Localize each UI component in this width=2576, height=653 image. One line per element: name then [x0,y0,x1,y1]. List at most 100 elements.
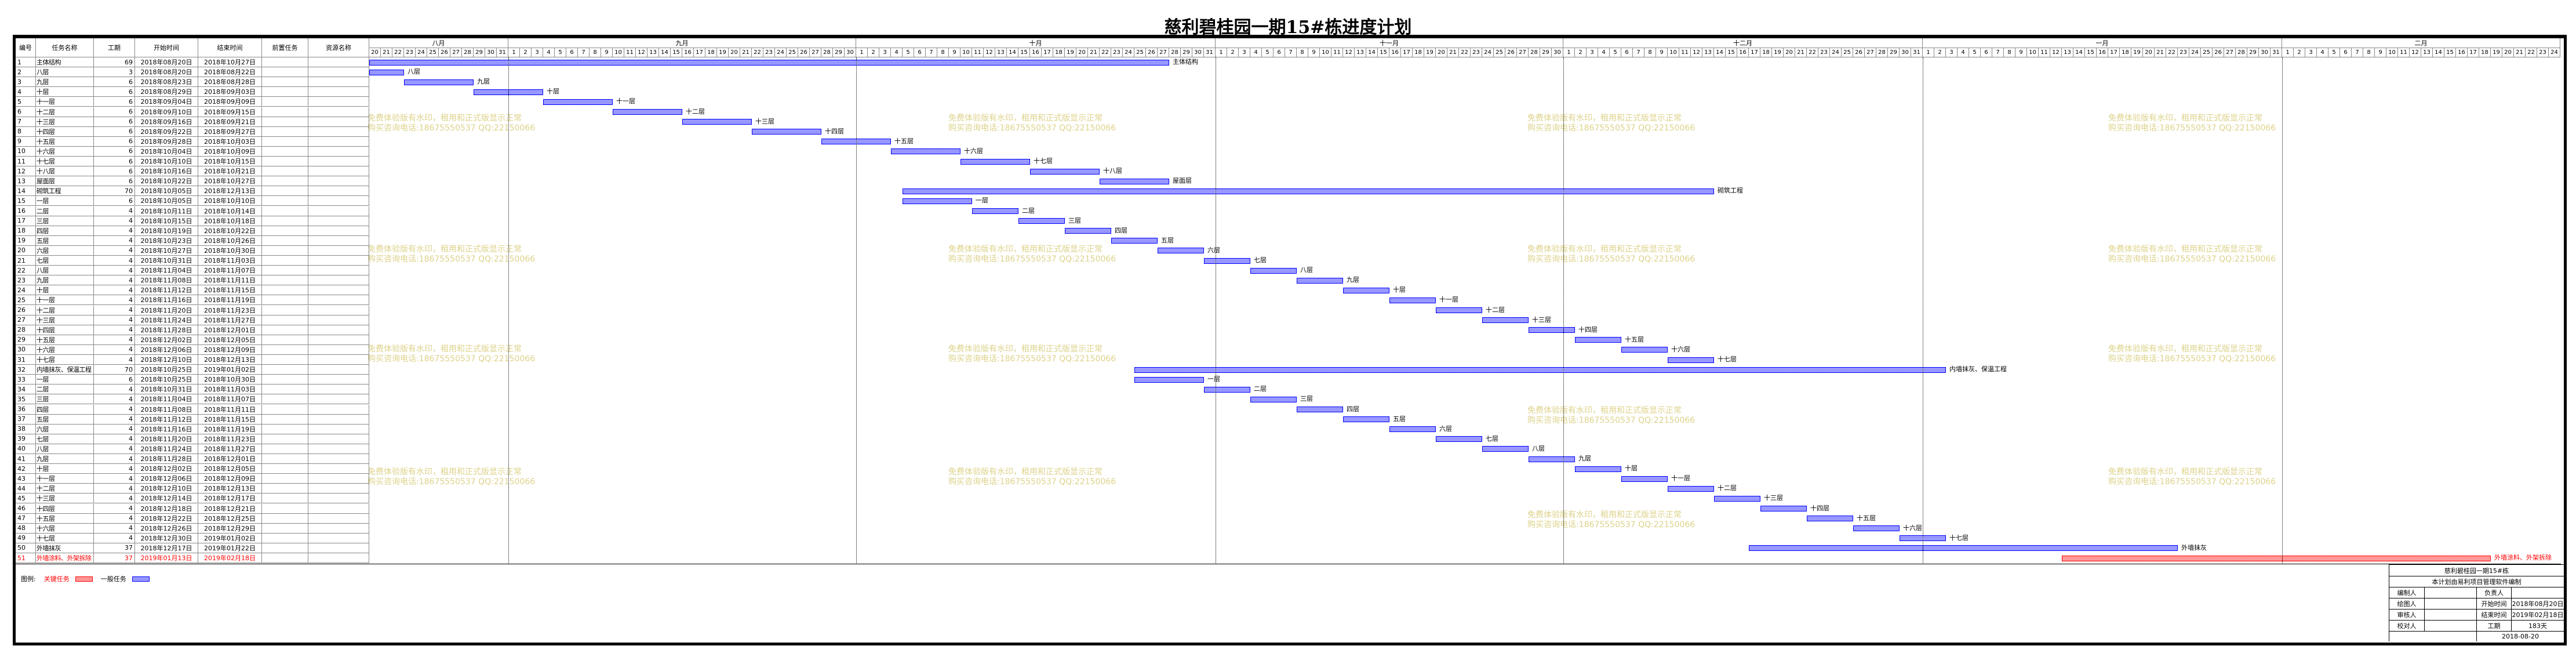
col-task-name-cell: 三层 [36,394,94,405]
col-task-name-cell: 五层 [36,414,94,425]
col-end-cell: 2018年11月27日 [198,315,262,325]
col-id-cell: 50 [16,543,36,553]
col-predecessor-header: 前置任务 [262,38,308,57]
task-bar [1134,376,1204,383]
col-predecessor-cell [262,335,308,345]
col-end-cell: 2018年11月07日 [198,394,262,405]
day-header: 17 [1749,48,1760,57]
col-predecessor-cell [262,355,308,365]
task-bar [1250,396,1297,402]
col-predecessor-cell [262,57,308,68]
col-end-cell: 2018年10月21日 [198,166,262,177]
day-header: 5 [1969,48,1981,57]
col-duration-cell: 4 [94,454,135,465]
task-bar [404,79,474,85]
day-header: 5 [1610,48,1621,57]
col-task-name-cell: 十四层 [36,325,94,335]
col-id-cell: 26 [16,305,36,315]
col-id-cell: 44 [16,484,36,494]
day-header: 19 [1424,48,1436,57]
day-header: 14 [2433,48,2444,57]
task-bar [972,208,1018,214]
day-header: 6 [1981,48,1992,57]
col-predecessor-cell [262,166,308,177]
day-header: 3 [1587,48,1598,57]
day-header: 24 [775,48,787,57]
col-start-cell: 2018年09月04日 [135,97,198,107]
day-header: 4 [2317,48,2328,57]
day-header: 16 [682,48,694,57]
day-header: 28 [2236,48,2247,57]
col-id-cell: 29 [16,335,36,345]
day-header: 8 [2004,48,2015,57]
col-task-name-cell: 十六层 [36,523,94,534]
col-start-cell: 2018年10月10日 [135,157,198,167]
task-bar [613,109,682,115]
col-duration-cell: 4 [94,325,135,335]
day-header: 31 [497,48,508,57]
day-header: 13 [2421,48,2433,57]
day-header: 28 [1876,48,1888,57]
col-predecessor-cell [262,543,308,553]
col-start-cell: 2018年11月28日 [135,454,198,465]
day-header: 1 [856,48,868,57]
day-header: 4 [891,48,903,57]
col-end-cell: 2018年09月09日 [198,97,262,107]
task-bar-label: 二层 [1254,385,1267,393]
col-end-cell: 2018年11月23日 [198,434,262,444]
task-bar-label: 五层 [1393,415,1406,423]
col-end-cell: 2018年09月27日 [198,126,262,137]
day-header: 28 [1169,48,1181,57]
day-header: 2 [2294,48,2305,57]
day-header: 19 [1772,48,1784,57]
day-header: 7 [1285,48,1297,57]
day-header: 27 [1865,48,1876,57]
col-start-cell: 2018年09月10日 [135,107,198,117]
col-resource-cell [308,434,369,444]
col-predecessor-cell [262,146,308,157]
task-bar [543,99,613,105]
day-header: 27 [810,48,821,57]
col-predecessor-cell [262,315,308,325]
day-header: 13 [1702,48,1714,57]
col-predecessor-cell [262,553,308,564]
task-bar [1621,347,1668,353]
col-start-cell: 2018年11月16日 [135,295,198,306]
task-bar-label: 四层 [1115,226,1127,234]
col-start-cell: 2018年12月14日 [135,494,198,504]
col-start-cell: 2018年10月05日 [135,196,198,206]
col-id-cell: 24 [16,285,36,296]
col-id-cell: 22 [16,266,36,276]
drawer-label: 绘图人 [2389,598,2424,609]
day-header: 7 [578,48,590,57]
col-predecessor-cell [262,523,308,534]
col-end-cell: 2018年12月13日 [198,484,262,494]
col-start-cell: 2018年11月20日 [135,434,198,444]
col-start-cell: 2018年12月06日 [135,344,198,355]
day-header: 12 [1691,48,1702,57]
col-duration-cell: 4 [94,245,135,256]
col-end-cell: 2018年12月01日 [198,454,262,465]
day-header: 16 [2097,48,2108,57]
month-header: 十月 [856,38,1216,48]
col-predecessor-cell [262,77,308,88]
task-bar [1621,476,1668,482]
col-id-cell: 20 [16,245,36,256]
day-header: 22 [2166,48,2178,57]
col-duration-cell: 6 [94,166,135,177]
col-task-name-cell: 六层 [36,424,94,434]
task-bar-label: 七层 [1486,434,1498,442]
col-start-cell: 2018年10月25日 [135,375,198,385]
col-predecessor-cell [262,245,308,256]
task-bar [1749,545,2178,552]
col-end-cell: 2018年11月19日 [198,424,262,434]
task-bar [1807,516,1853,522]
day-header: 9 [2375,48,2386,57]
task-bar-label: 九层 [477,78,490,86]
col-duration-cell: 4 [94,394,135,405]
col-resource-cell [308,245,369,256]
day-header: 25 [1494,48,1505,57]
col-end-cell: 2018年10月14日 [198,206,262,216]
col-start-cell: 2018年12月06日 [135,474,198,484]
col-predecessor-cell [262,365,308,375]
